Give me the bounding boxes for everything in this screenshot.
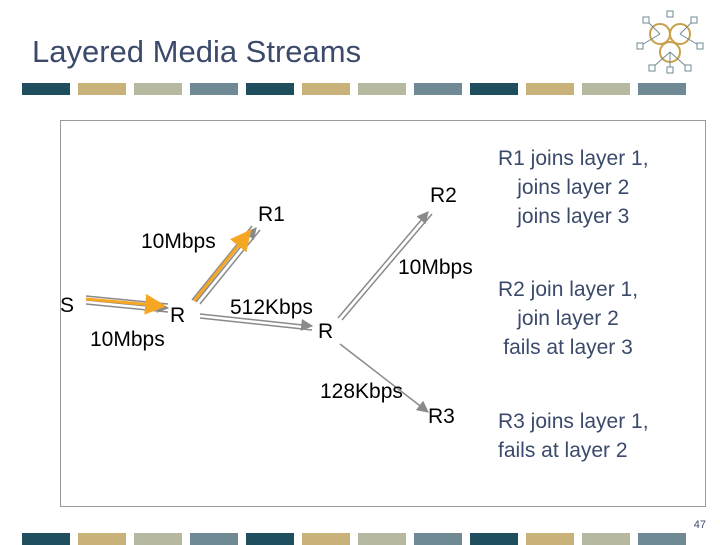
link-s-r: [85, 293, 170, 315]
link-label-r-r3: 128Kbps: [320, 380, 403, 403]
link-label-s-r-bottom: 10Mbps: [90, 328, 165, 351]
note-r1-line-1: R1 joins layer 1,: [498, 147, 649, 170]
link-r-r1: [191, 225, 261, 305]
note-r2-line-1: R2 join layer 1,: [498, 278, 639, 301]
page-number: 47: [693, 519, 706, 531]
bottom-stripe: [22, 533, 694, 545]
top-stripe: [22, 83, 694, 95]
node-r-left: R: [170, 304, 186, 327]
link-label-s-r-top: 10Mbps: [141, 230, 216, 253]
node-r2: R2: [430, 184, 457, 207]
note-r1-line-2: joins layer 2: [517, 176, 630, 199]
network-logo-icon: [636, 10, 704, 74]
note-r2: R2 join layer 1, join layer 2 fails at l…: [498, 275, 638, 362]
slide-title: Layered Media Streams: [32, 34, 362, 69]
note-r1-line-3: joins layer 3: [517, 205, 630, 228]
note-r3: R3 joins layer 1, fails at layer 2: [498, 407, 649, 465]
link-label-r-r2: 10Mbps: [398, 256, 473, 279]
note-r2-line-2: join layer 2: [517, 307, 619, 330]
node-s: S: [60, 294, 75, 317]
node-r3: R3: [428, 405, 455, 428]
note-r2-line-3: fails at layer 3: [503, 336, 633, 359]
node-r1: R1: [258, 203, 285, 226]
note-r1: R1 joins layer 1, joins layer 2 joins la…: [498, 144, 649, 231]
node-r-mid: R: [318, 320, 334, 343]
note-r3-line-1: R3 joins layer 1,: [498, 410, 649, 433]
diagram-frame: [60, 120, 706, 507]
link-r-rmid: [199, 313, 314, 331]
link-rmid-r2: [337, 211, 433, 321]
link-label-r-r: 512Kbps: [230, 296, 313, 319]
note-r3-line-2: fails at layer 2: [498, 439, 628, 462]
link-rmid-r3: [339, 343, 429, 413]
